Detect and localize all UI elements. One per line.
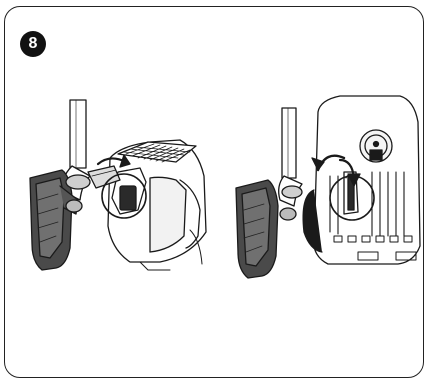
- right-illustration: [0, 0, 432, 366]
